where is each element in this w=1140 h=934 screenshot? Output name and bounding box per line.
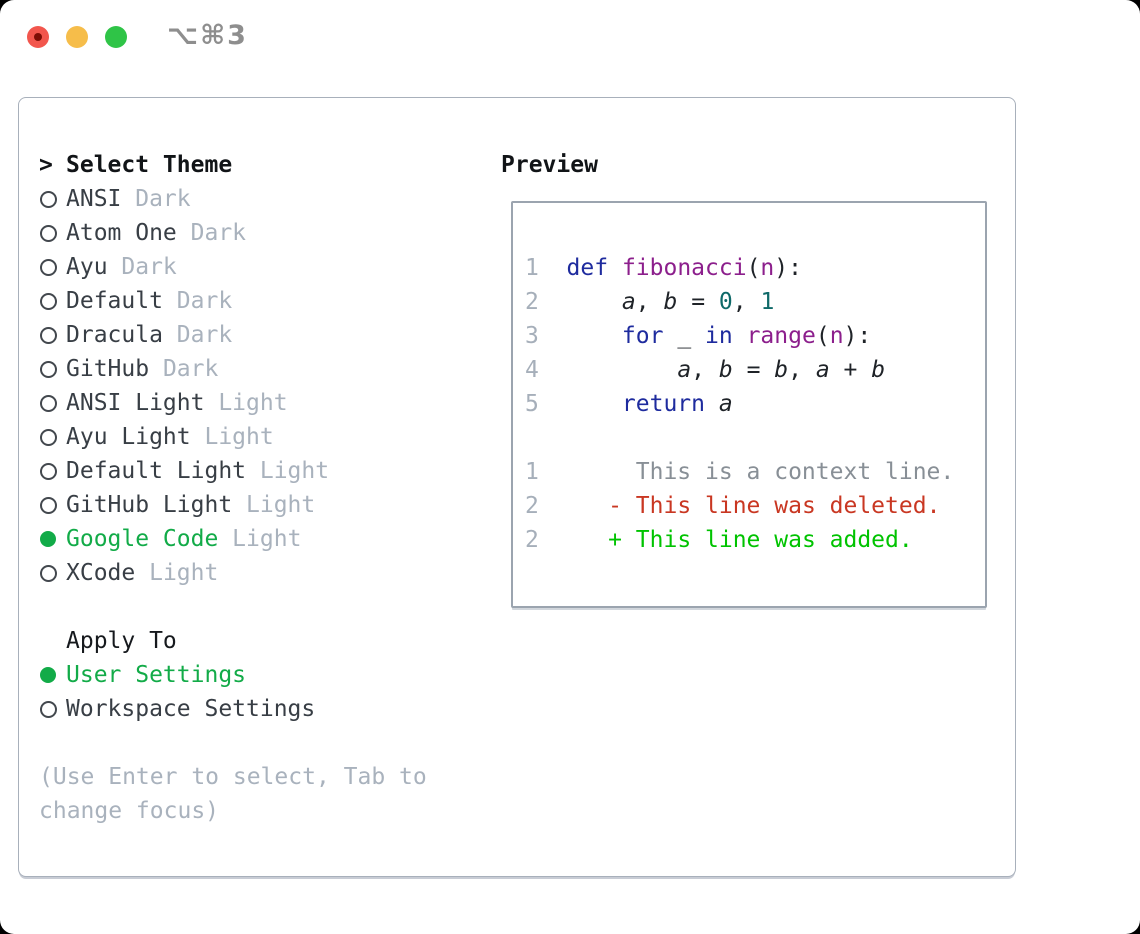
spacer-row: [39, 726, 427, 760]
spacer-row: [39, 590, 427, 624]
item-label: GitHub Dark: [66, 356, 219, 382]
theme-item-ansi[interactable]: ANSI Dark: [39, 182, 427, 216]
item-label: ANSI Dark: [66, 186, 191, 212]
prompt-icon: >: [39, 152, 53, 178]
code-line: 5 return a: [525, 387, 985, 421]
help-text: change focus): [39, 798, 220, 824]
selected-radio-icon: [40, 531, 56, 547]
zoom-button[interactable]: [105, 26, 127, 48]
item-label: ANSI Light Light: [66, 390, 288, 416]
radio-icon: [40, 326, 57, 344]
theme-list-title: Select Theme: [66, 152, 233, 178]
radio-icon: [40, 428, 57, 446]
radio-icon: [40, 700, 57, 718]
line-number: 3: [525, 323, 539, 349]
theme-item-ayu[interactable]: Ayu Dark: [39, 250, 427, 284]
code-line: 1 This is a context line.: [525, 455, 985, 489]
item-label: Atom One Dark: [66, 220, 247, 246]
radio-icon: [40, 394, 57, 412]
theme-item-dracula[interactable]: Dracula Dark: [39, 318, 427, 352]
radio-icon: [40, 360, 57, 378]
line-number: 1: [525, 459, 539, 485]
radio-icon: [40, 292, 57, 310]
theme-item-google-code[interactable]: Google Code Light: [39, 522, 427, 556]
theme-item-xcode[interactable]: XCode Light: [39, 556, 427, 590]
line-number: 2: [525, 493, 539, 519]
item-label: Ayu Light Light: [66, 424, 274, 450]
radio-icon: [40, 190, 57, 208]
help-text: (Use Enter to select, Tab to: [39, 764, 427, 790]
window-shortcut-label: ⌥⌘3: [167, 20, 248, 51]
theme-item-default-light[interactable]: Default Light Light: [39, 454, 427, 488]
line-number: 2: [525, 527, 539, 553]
theme-item-github[interactable]: GitHub Dark: [39, 352, 427, 386]
apply-option-workspace-settings[interactable]: Workspace Settings: [39, 692, 427, 726]
radio-icon: [40, 258, 57, 276]
preview-title: Preview: [501, 152, 598, 178]
theme-item-ansi-light[interactable]: ANSI Light Light: [39, 386, 427, 420]
code-line: 3 for _ in range(n):: [525, 319, 985, 353]
code-line: 2 a, b = 0, 1: [525, 285, 985, 319]
minimize-button[interactable]: [66, 26, 88, 48]
close-button[interactable]: [27, 26, 49, 48]
item-label: Ayu Dark: [66, 254, 177, 280]
line-number: 5: [525, 391, 539, 417]
radio-icon: [40, 496, 57, 514]
code-line: [525, 421, 985, 455]
item-label: Default Dark: [66, 288, 233, 314]
line-number: 2: [525, 289, 539, 315]
theme-item-ayu-light[interactable]: Ayu Light Light: [39, 420, 427, 454]
radio-icon: [40, 564, 57, 582]
item-label: User Settings: [66, 662, 247, 688]
apply-option-user-settings[interactable]: User Settings: [39, 658, 427, 692]
theme-item-github-light[interactable]: GitHub Light Light: [39, 488, 427, 522]
code-line: 2 - This line was deleted.: [525, 489, 985, 523]
code-line: 4 a, b = b, a + b: [525, 353, 985, 387]
radio-icon: [40, 462, 57, 480]
item-label: Workspace Settings: [66, 696, 316, 722]
item-label: Dracula Dark: [66, 322, 233, 348]
item-label: XCode Light: [66, 560, 219, 586]
selected-radio-icon: [40, 667, 56, 683]
code-line: 2 + This line was added.: [525, 523, 985, 557]
line-number: 4: [525, 357, 539, 383]
theme-item-atom-one[interactable]: Atom One Dark: [39, 216, 427, 250]
item-label: Google Code Light: [66, 526, 302, 552]
theme-item-default[interactable]: Default Dark: [39, 284, 427, 318]
line-number: 1: [525, 255, 539, 281]
item-label: GitHub Light Light: [66, 492, 316, 518]
theme-list-header: > Select Theme: [39, 148, 427, 182]
item-label: Default Light Light: [66, 458, 330, 484]
apply-to-header: Apply To: [66, 628, 177, 654]
radio-icon: [40, 224, 57, 242]
